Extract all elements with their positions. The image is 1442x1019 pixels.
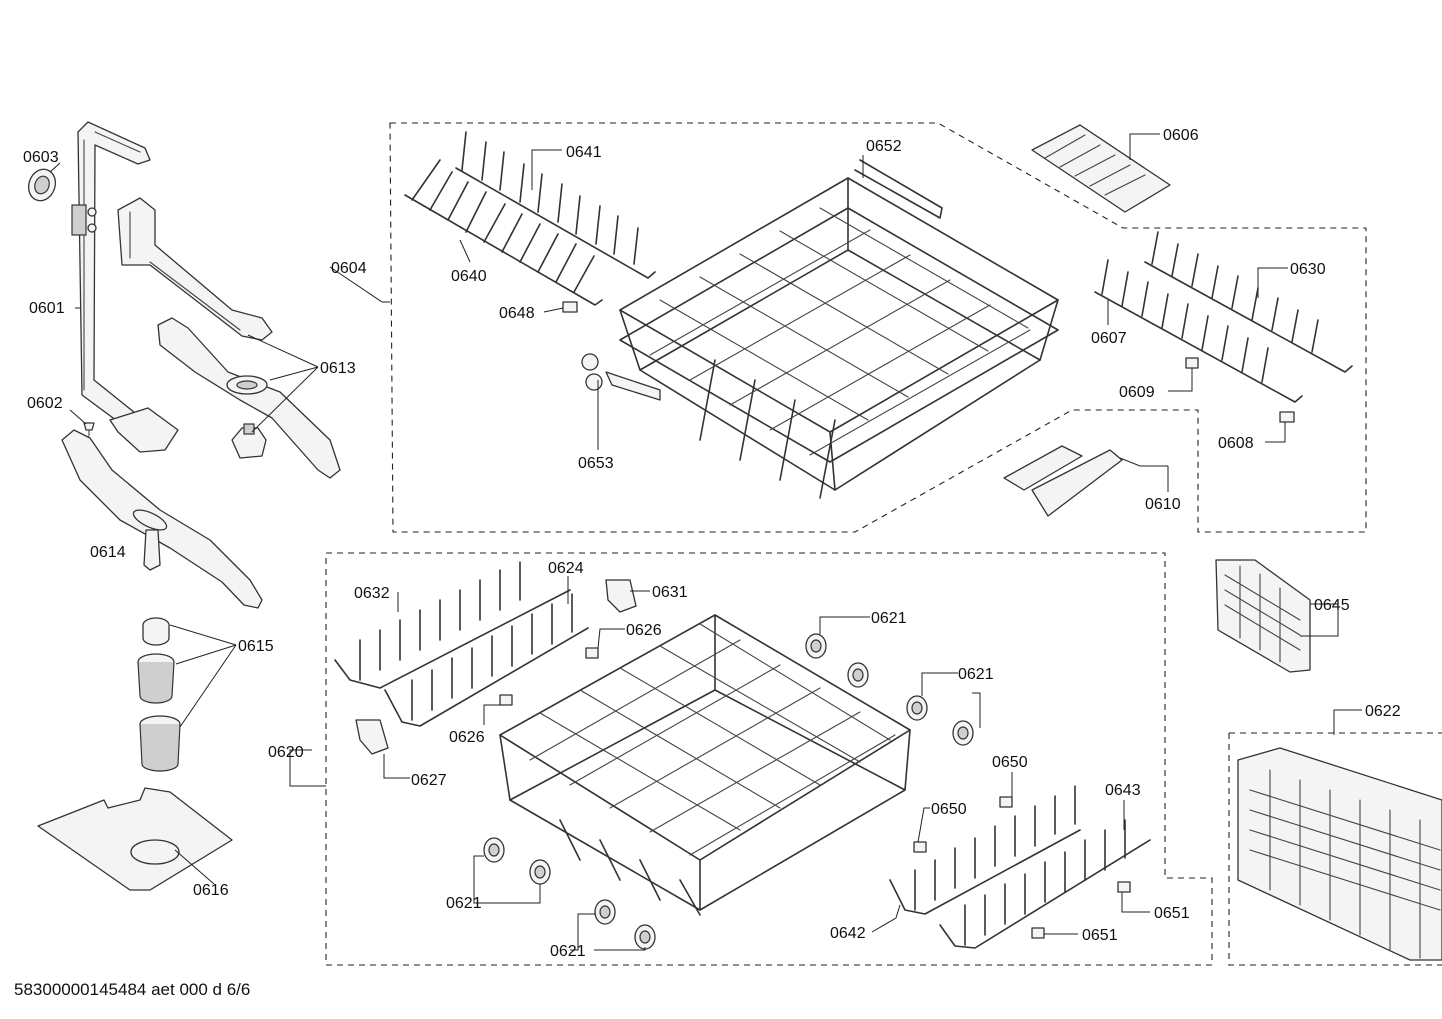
tine-clip-0631 — [605, 579, 637, 613]
lower-spray-arm — [61, 429, 263, 609]
lower-rack-group-boundary — [325, 552, 1213, 966]
document-id-footer: 58300000145484 aet 000 d 6/6 — [14, 980, 251, 999]
clip-0650-upper — [999, 796, 1013, 808]
callout-0651-b: 0651 — [1082, 927, 1118, 944]
callout-0602: 0602 — [27, 395, 63, 412]
callout-0626-b: 0626 — [449, 729, 485, 746]
callout-0650-a: 0650 — [992, 754, 1028, 771]
upper-rack-group-boundary — [389, 122, 1367, 533]
callout-0621-b: 0621 — [958, 666, 994, 683]
callout-0622: 0622 — [1365, 703, 1401, 720]
callout-0601: 0601 — [29, 300, 65, 317]
callout-0650-b: 0650 — [931, 801, 967, 818]
clip-0651-upper — [1117, 881, 1131, 893]
callout-0651-a: 0651 — [1154, 905, 1190, 922]
rack-adjuster-part — [581, 353, 661, 401]
fine-filter-plate — [37, 787, 233, 891]
screw-part — [83, 422, 95, 437]
callout-0640: 0640 — [451, 268, 487, 285]
callout-0607: 0607 — [1091, 330, 1127, 347]
callout-0626-a: 0626 — [626, 622, 662, 639]
callout-0653: 0653 — [578, 455, 614, 472]
callout-0645: 0645 — [1314, 597, 1350, 614]
callout-0609: 0609 — [1119, 384, 1155, 401]
callout-0621-a: 0621 — [871, 610, 907, 627]
micro-filter-set — [137, 617, 181, 772]
callout-0608: 0608 — [1218, 435, 1254, 452]
callout-0621-c: 0621 — [446, 895, 482, 912]
lower-right-tine-row-front — [889, 785, 1081, 915]
callout-0606: 0606 — [1163, 127, 1199, 144]
callout-0604: 0604 — [331, 260, 367, 277]
small-items-holder-part — [1215, 559, 1311, 673]
callout-0631: 0631 — [652, 584, 688, 601]
upper-right-tine-row — [455, 131, 656, 279]
callout-0621-d: 0621 — [550, 943, 586, 960]
clip-0650-lower — [913, 841, 927, 853]
middle-spray-arm — [157, 317, 341, 479]
lower-rack-basket — [499, 614, 911, 916]
callout-0616: 0616 — [193, 882, 229, 899]
callout-0620: 0620 — [268, 744, 304, 761]
callout-0632: 0632 — [354, 585, 390, 602]
upper-side-tine-row-left — [1094, 259, 1303, 403]
clip-0626-upper — [585, 647, 599, 659]
clip-0651-lower — [1031, 927, 1045, 939]
upper-side-tine-row-right — [1144, 231, 1353, 373]
cutlery-basket-group-boundary — [1228, 732, 1442, 966]
spray-arm-supply-pipe — [71, 121, 179, 453]
upper-spray-arm — [117, 197, 273, 341]
lower-left-tine-row-back — [334, 561, 571, 689]
callout-0641: 0641 — [566, 144, 602, 161]
leader-lines — [49, 133, 1362, 951]
rack-handle-part — [1003, 445, 1123, 517]
rack-clip-part — [562, 301, 578, 313]
lower-right-tine-row-back — [939, 819, 1151, 949]
callout-0630: 0630 — [1290, 261, 1326, 278]
callout-0610: 0610 — [1145, 496, 1181, 513]
callout-0613: 0613 — [320, 360, 356, 377]
callout-0652: 0652 — [866, 138, 902, 155]
callout-0614: 0614 — [90, 544, 126, 561]
upper-rack-basket — [619, 159, 1059, 499]
spray-arm-hub — [231, 423, 267, 459]
tine-clip-0627 — [355, 719, 389, 755]
clip-part-0608 — [1279, 411, 1295, 423]
clip-0626-lower — [499, 694, 513, 706]
callout-0603: 0603 — [23, 149, 59, 166]
callout-0624: 0624 — [548, 560, 584, 577]
callout-0642: 0642 — [830, 925, 866, 942]
upper-left-tine-row — [404, 159, 603, 306]
callout-0627: 0627 — [411, 772, 447, 789]
callout-0648: 0648 — [499, 305, 535, 322]
cup-shelf-part — [1031, 124, 1171, 213]
clip-part-0609 — [1185, 357, 1199, 369]
rack-wheel-set — [483, 633, 974, 950]
lower-left-tine-row-front — [384, 593, 589, 727]
sieve-cap-part — [27, 168, 57, 202]
callout-0615: 0615 — [238, 638, 274, 655]
cutlery-basket-part — [1237, 747, 1442, 961]
callout-0643: 0643 — [1105, 782, 1141, 799]
